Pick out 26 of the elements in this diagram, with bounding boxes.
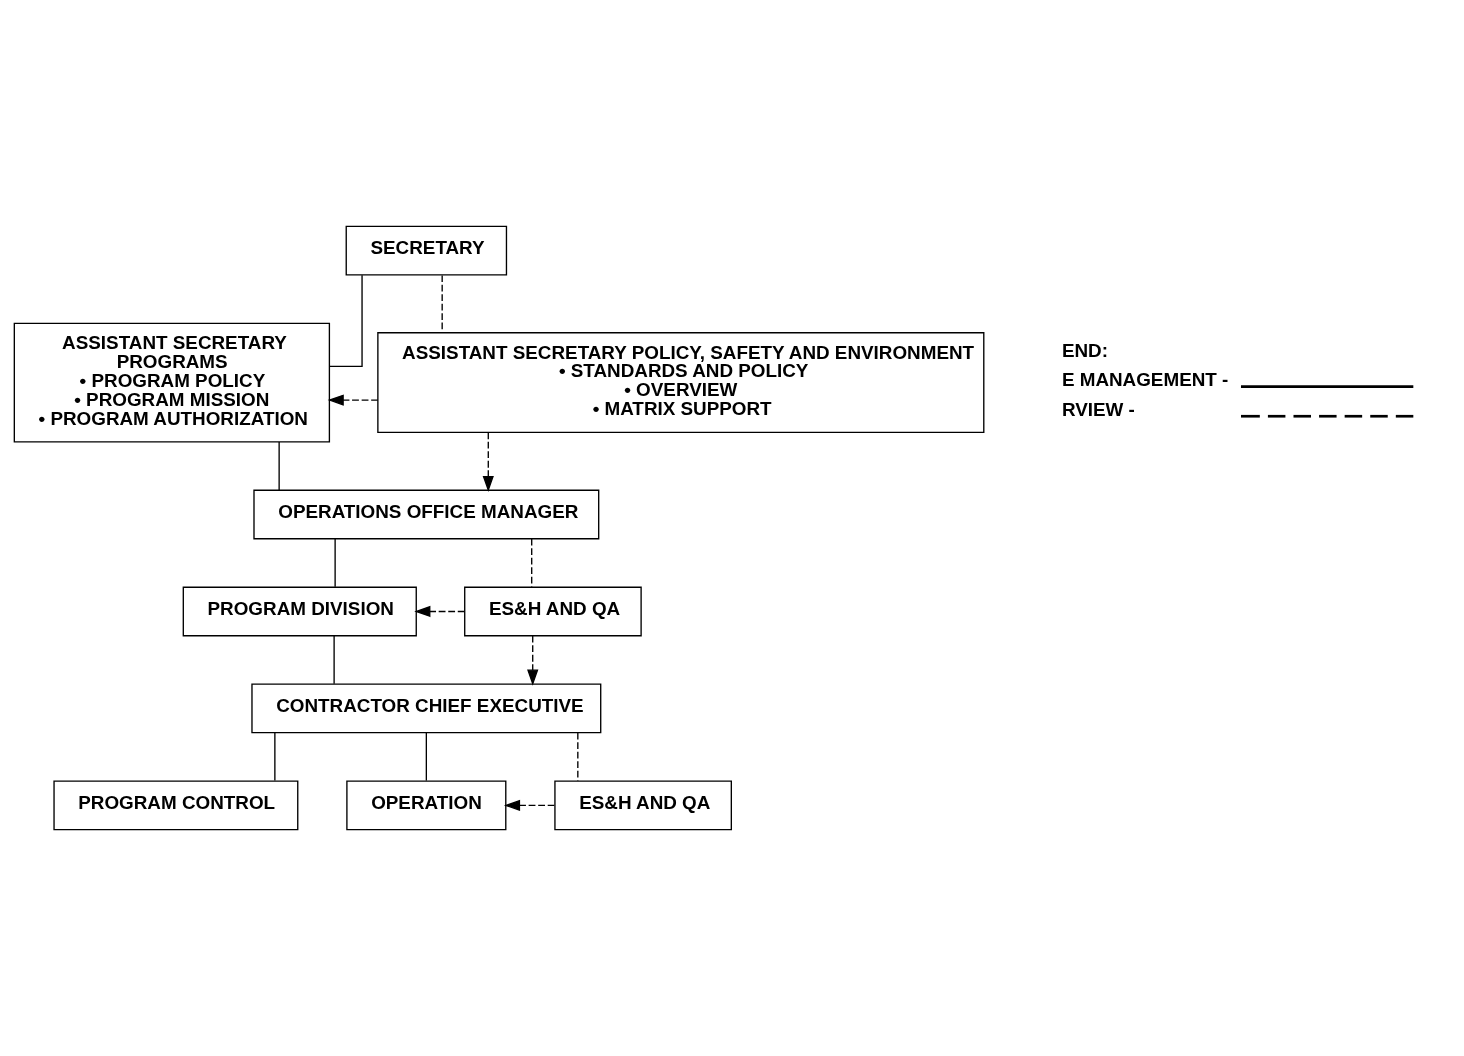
connector	[425, 732, 428, 782]
node-box: OPERATIONS OFFICE MANAGER	[253, 489, 600, 540]
label: END:	[1061, 340, 1108, 362]
node-box: CONTRACTOR CHIEF EXECUTIVE	[251, 683, 602, 734]
node-box: SECRETARY	[345, 225, 508, 276]
connector	[531, 538, 533, 588]
connector	[334, 538, 336, 588]
connector	[329, 274, 363, 368]
arrow	[503, 799, 555, 812]
arrow	[327, 394, 379, 406]
connector	[278, 441, 280, 491]
node-box: ES&H AND QA	[464, 586, 642, 637]
connector	[274, 732, 276, 782]
arrow	[414, 605, 466, 618]
legend-label: E MANAGEMENT -	[1061, 369, 1229, 391]
node-box: PROGRAM DIVISION	[182, 586, 417, 637]
connector	[577, 732, 579, 782]
node-box: ES&H AND QA	[554, 780, 732, 831]
node-box: OPERATION	[346, 780, 507, 831]
node-box: PROGRAM CONTROL	[53, 780, 299, 831]
node-box: ASSISTANT SECRETARY PROGRAMS • PROGRAM POLICY • PROGRAM MISSION • PROGRAM AUTHORIZATION	[13, 322, 331, 443]
node-box: ASSISTANT SECRETARY POLICY, SAFETY AND ENVIRONMENT • STANDARDS AND POLICY • OVERVIEW • MATRIX SUPPORT	[377, 332, 985, 434]
arrow	[482, 431, 494, 493]
legend-label: RVIEW -	[1061, 398, 1135, 420]
connector	[333, 635, 335, 685]
arrow	[527, 635, 539, 686]
